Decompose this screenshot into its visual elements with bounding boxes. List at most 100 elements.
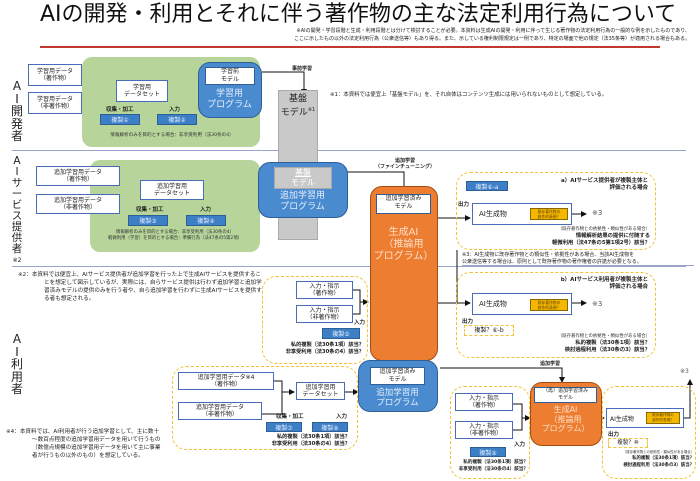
box-line: 追加学習済み [385,195,422,202]
note-line: 軽微利用（学習）を目的とする場合：準備行為（法47条の5第2項） [108,236,242,241]
output-label: 出力 [458,202,470,208]
title-line: 評価される場合 [609,185,648,191]
law-line: 私的複製（法30条1項）該当？ [632,456,694,461]
law-line: 情報解析結果の提供に付随する [575,233,650,239]
ft-data-copyrighted: 追加学習用データ （著作物） [36,166,120,186]
label-char: 者 [10,129,23,143]
training-dataset: 学習用 データセット [116,80,168,102]
box-line: データセット [302,391,339,398]
case-a-area [456,172,656,250]
box-line: （非著作物） [201,411,238,418]
note-4: ※4：本資料では、AI利用者が行う追加学習として、主に数十～数百点程度の追加学習… [6,429,161,459]
prompt-noncopyrighted: 入力・指示 （非著作物） [296,305,353,323]
section-divider-2 [12,266,686,267]
input-label: 入力 [336,414,348,420]
ai-output-label: AI生成物 [610,415,634,423]
label-char: 開 [10,104,23,118]
ft-program: 基盤 モデル 追加学習用 プログラム [258,162,348,218]
box-line: 学習用データ [36,95,73,103]
copy-8-badge: 複製⑧ [312,422,348,432]
box-line: 生成AI [388,227,419,238]
service-green-note: 情報解析のみを目的とする場合：非享受利用（法30条の4） 軽微利用（学習）を目的… [92,230,258,242]
section-label-user: A I 利 用 者 [10,333,24,396]
prompt2-copyrighted: 入力・指示 （著作物） [455,393,513,411]
subnote-line-2: ここに示したもの以外の法定利用行為（公衆送信等）もあり得る。また、示している権利… [294,35,690,42]
copy-5-badge: 複製⑤ [322,328,360,339]
box-line: データセット [153,190,190,197]
box-line: 追加学習用データ [195,403,244,411]
law-line: 非享受利用（法30条の4）該当？ [271,441,350,447]
label-line: （ファインチューニング） [374,164,435,170]
program-label: 追加学習用 プログラム [359,388,436,408]
user-ft-data-noncopyrighted: 追加学習用データ （非著作物） [178,402,262,420]
title-line: a）AIサービス提供者が複製主体と [560,178,648,184]
user-ft-law: 私的複製（法30条1項）該当？ 非享受利用（法30条の4）該当？ [230,434,350,448]
output-label: 出力 [462,319,474,325]
label-char: 用 [10,369,23,384]
box-line: 学習前 [220,68,239,75]
box-line: 生成AI [553,405,578,414]
title-line: 評価される場合 [609,284,648,290]
ref-3: ※3 [592,300,603,308]
ft-dataset: 追加学習用 データセット [140,180,204,200]
case-b-condition: （既存著作物との依拠性・類似性がある場合） [557,334,650,339]
box-line: （著作物） [39,75,70,82]
title-line: b）AIサービス利用者が複製主体と [560,277,648,283]
tag-line: 既存著作物の [537,300,561,305]
label-char: サ [11,177,23,189]
user-ft-data-copyrighted: 追加学習用データ※4 （著作物） [178,372,274,390]
creative-expression-tag: 既存著作物の創作的表現？ [530,299,568,311]
page-title: AIの開発・利用とそれに伴う著作物の主な法定利用行為について [40,2,677,27]
law-line: 私的複製（法30条1項）該当？ [290,342,364,348]
law-line: 私的複製（法30条1項）該当？ [276,434,350,440]
user-output2-area [602,386,696,479]
box-line: 入力・指示 [468,394,499,402]
pre-training-model: 学習前 モデル [205,67,255,85]
user-ft-area [172,366,358,450]
law-line: 検討過程利用（法30条の3）該当？ [564,347,650,353]
label-char: 発 [10,116,23,131]
training-data-noncopyrighted: 学習用データ （非著作物） [28,92,82,114]
program-label: 学習用 プログラム [199,89,260,111]
box-line: モデル [291,178,315,187]
pretraining-label: 事前学習 [292,66,313,72]
box-line: （非著作物） [36,103,73,110]
box-line: モデル [394,202,413,210]
law-line: 私的複製（法30条1項）該当？ [575,340,650,346]
label-char: I [15,166,19,178]
input-label: 入力 [354,320,366,326]
copy-1-badge: 複製① [100,114,140,125]
box-line: （著作物） [210,381,241,388]
label-char: 者 [11,243,23,255]
box-line: 基盤 [288,94,307,104]
section-label-developer: A I 開 発 者 [10,80,24,143]
label-char: 提 [11,221,23,233]
tag-line: 創作的表現？ [537,305,561,310]
copy-3-badge: 複製③ [128,215,168,226]
generative-ai-program: 追加学習済み モデル 生成AI （推論用 プログラム） [370,186,438,361]
label-char: 供 [11,232,23,244]
box-line: モデル [388,375,407,383]
box-line: データセット [123,91,160,98]
copy-2-badge: 複製② [157,114,197,125]
footnote-mark: ※2 [12,257,22,264]
box-line: モデル [557,395,573,401]
header-subnote: ※AIの開発・学習段階と生成・利用段階とは分けて検討することが必要。本資料は生成… [170,28,690,43]
box-line: 入力・指示 [468,422,499,430]
collect-label: 収集・加工 [106,107,134,113]
label-char: I [15,91,19,106]
prompt-law: 私的複製（法30条1項）該当？ 非享受利用（法30条の4）該当？ [264,342,364,356]
box-line: 追加学習用データ※4 [197,373,255,381]
law-line: 軽微利用（法47条の5第1項2号）該当？ [552,240,650,246]
label-char: ビ [11,199,23,211]
tag-line: 創作的表現？ [537,214,561,219]
user-prompt2-area [450,386,530,479]
tuned-model: 追加学習済み モデル [370,367,425,385]
note-1: ※1：本資料では便宜上「基盤モデル」を、それ自体はコンテンツ生成には用いられない… [330,92,608,98]
developer-green-note: 情報解析のみを目的とする場合：非享受利用（法30条の4） [110,133,234,138]
box-line: （推論用 [549,414,582,424]
box-line: 追加学習用 [305,383,336,391]
prompt2-noncopyrighted: 入力・指示 （非著作物） [455,421,513,439]
case-a-law: 情報解析結果の提供に付随する 軽微利用（法47条の5第1項2号）該当？ [500,233,650,247]
law-line: 私的複製（法30条1項）該当？ [463,460,528,465]
